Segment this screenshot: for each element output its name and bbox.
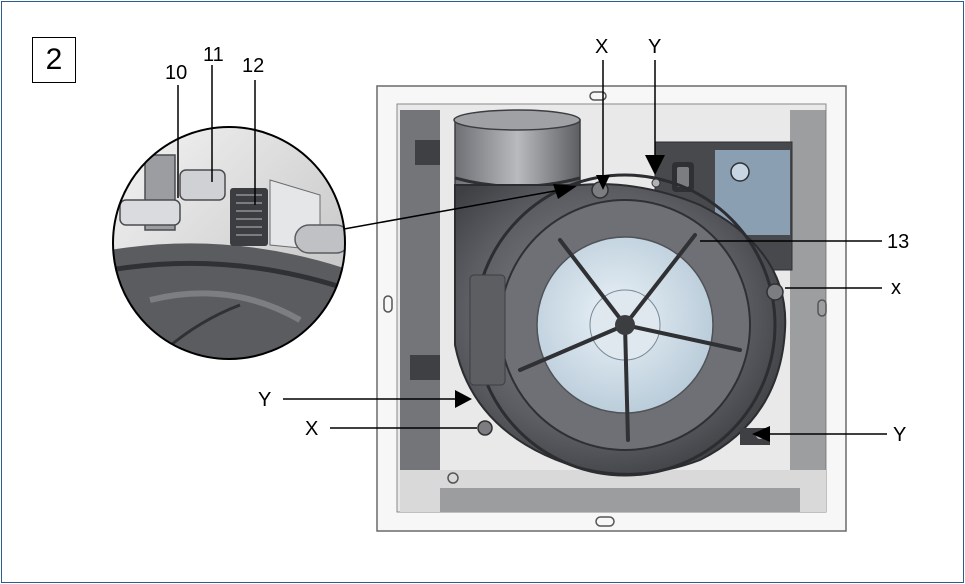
callout-y-top: Y bbox=[648, 36, 662, 58]
arrow-y-right bbox=[752, 426, 770, 442]
detail-magnifier bbox=[112, 126, 346, 360]
callout-13: 13 bbox=[887, 231, 910, 253]
callout-x-right: x bbox=[891, 277, 901, 299]
callout-x-left: X bbox=[305, 418, 319, 440]
leader-lines bbox=[177, 60, 887, 435]
figure-number: 2 bbox=[32, 37, 76, 83]
inlet-pipe bbox=[453, 109, 581, 188]
callout-x-top: X bbox=[595, 36, 609, 58]
blower-housing bbox=[454, 173, 787, 477]
magnifier-arrowhead bbox=[553, 184, 577, 199]
callout-10: 10 bbox=[165, 62, 188, 84]
callout-y-left: Y bbox=[258, 389, 272, 411]
arrowheads bbox=[455, 155, 770, 442]
arrow-y-left bbox=[455, 390, 472, 408]
callout-11: 11 bbox=[203, 44, 224, 66]
callout-y-right: Y bbox=[893, 424, 907, 446]
arrow-y-top bbox=[645, 155, 665, 175]
callout-12: 12 bbox=[242, 55, 265, 77]
arrow-x-top bbox=[596, 175, 610, 190]
